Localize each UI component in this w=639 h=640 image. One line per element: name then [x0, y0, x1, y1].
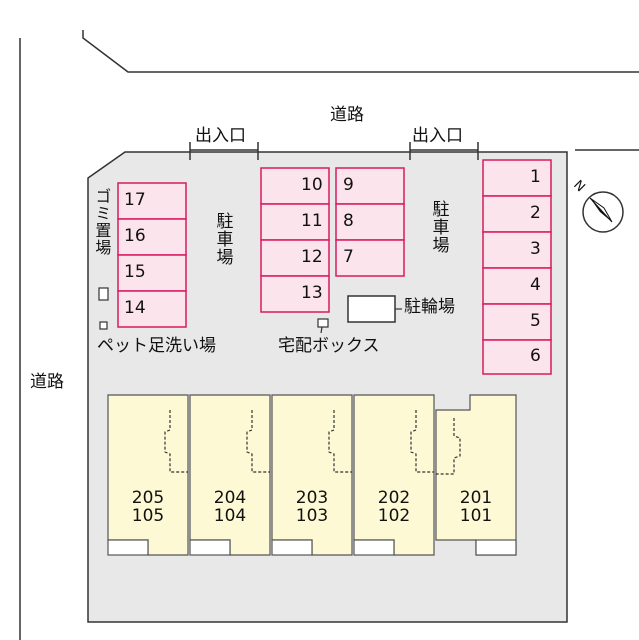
unit-204-104 [189, 394, 271, 556]
parking-slot-2: 2 [530, 203, 541, 223]
garbage-label: ゴミ置場 [92, 188, 112, 256]
delivery-box-marker [317, 318, 329, 328]
unit-number-lower: 104 [213, 505, 247, 526]
parking-slot-16: 16 [124, 226, 146, 246]
parking-slot-6: 6 [530, 346, 541, 366]
bicycle-parking-box [347, 295, 396, 323]
unit-205-105 [107, 394, 189, 556]
parking-slot-7: 7 [343, 247, 354, 267]
parking-right [482, 159, 552, 375]
entrance-label-right: 出入口 [412, 126, 463, 146]
parking-slot-9: 9 [343, 175, 354, 195]
parking-slot-12: 12 [301, 247, 323, 267]
bicycle-label: 駐輪場 [404, 297, 455, 317]
unit-number-upper: 202 [377, 488, 411, 508]
compass-icon [582, 191, 624, 233]
unit-202-102 [353, 394, 435, 556]
parking-slot-15: 15 [124, 262, 146, 282]
parking-slot-3: 3 [530, 239, 541, 259]
unit-number-upper: 204 [213, 488, 247, 508]
north-road-label: 道路 [330, 105, 364, 125]
unit-number-lower: 101 [459, 505, 493, 526]
parking-slot-10: 10 [301, 175, 323, 195]
parking-slot-1: 1 [530, 167, 541, 187]
delivery-box-label: 宅配ボックス [278, 336, 380, 356]
north-road-edge [82, 30, 639, 73]
parking-left [117, 182, 187, 328]
unit-number-201-101: 201 101 [436, 488, 516, 526]
unit-number-lower: 103 [295, 505, 329, 526]
entrance-markers [189, 142, 479, 160]
parking-mid-a [260, 167, 330, 313]
parking-slot-8: 8 [343, 211, 354, 231]
unit-number-upper: 201 [459, 488, 493, 508]
parking-label-left: 駐車場 [212, 212, 233, 266]
parking-slot-11: 11 [301, 211, 323, 231]
unit-number-205-105: 205 105 [108, 488, 188, 526]
pet-wash-label: ペット足洗い場 [97, 336, 216, 356]
unit-number-203-103: 203 103 [272, 488, 352, 526]
parking-slot-13: 13 [301, 283, 323, 303]
unit-number-202-102: 202 102 [354, 488, 434, 526]
west-road-label: 道路 [30, 372, 64, 392]
unit-number-204-104: 204 104 [190, 488, 270, 526]
unit-203-103 [271, 394, 353, 556]
unit-number-lower: 105 [131, 505, 165, 526]
parking-slot-4: 4 [530, 275, 541, 295]
parking-label-right: 駐車場 [428, 200, 449, 254]
pet-wash-marker [99, 321, 108, 330]
unit-number-upper: 205 [131, 488, 165, 508]
unit-number-upper: 203 [295, 488, 329, 508]
building-units [107, 394, 517, 556]
parking-mid-b [335, 167, 405, 277]
entrance-label-left: 出入口 [195, 126, 246, 146]
unit-201-101 [435, 394, 517, 556]
garbage-box [98, 287, 109, 301]
parking-slot-17: 17 [124, 190, 146, 210]
parking-slot-5: 5 [530, 311, 541, 331]
parking-slot-14: 14 [124, 298, 146, 318]
unit-number-lower: 102 [377, 505, 411, 526]
